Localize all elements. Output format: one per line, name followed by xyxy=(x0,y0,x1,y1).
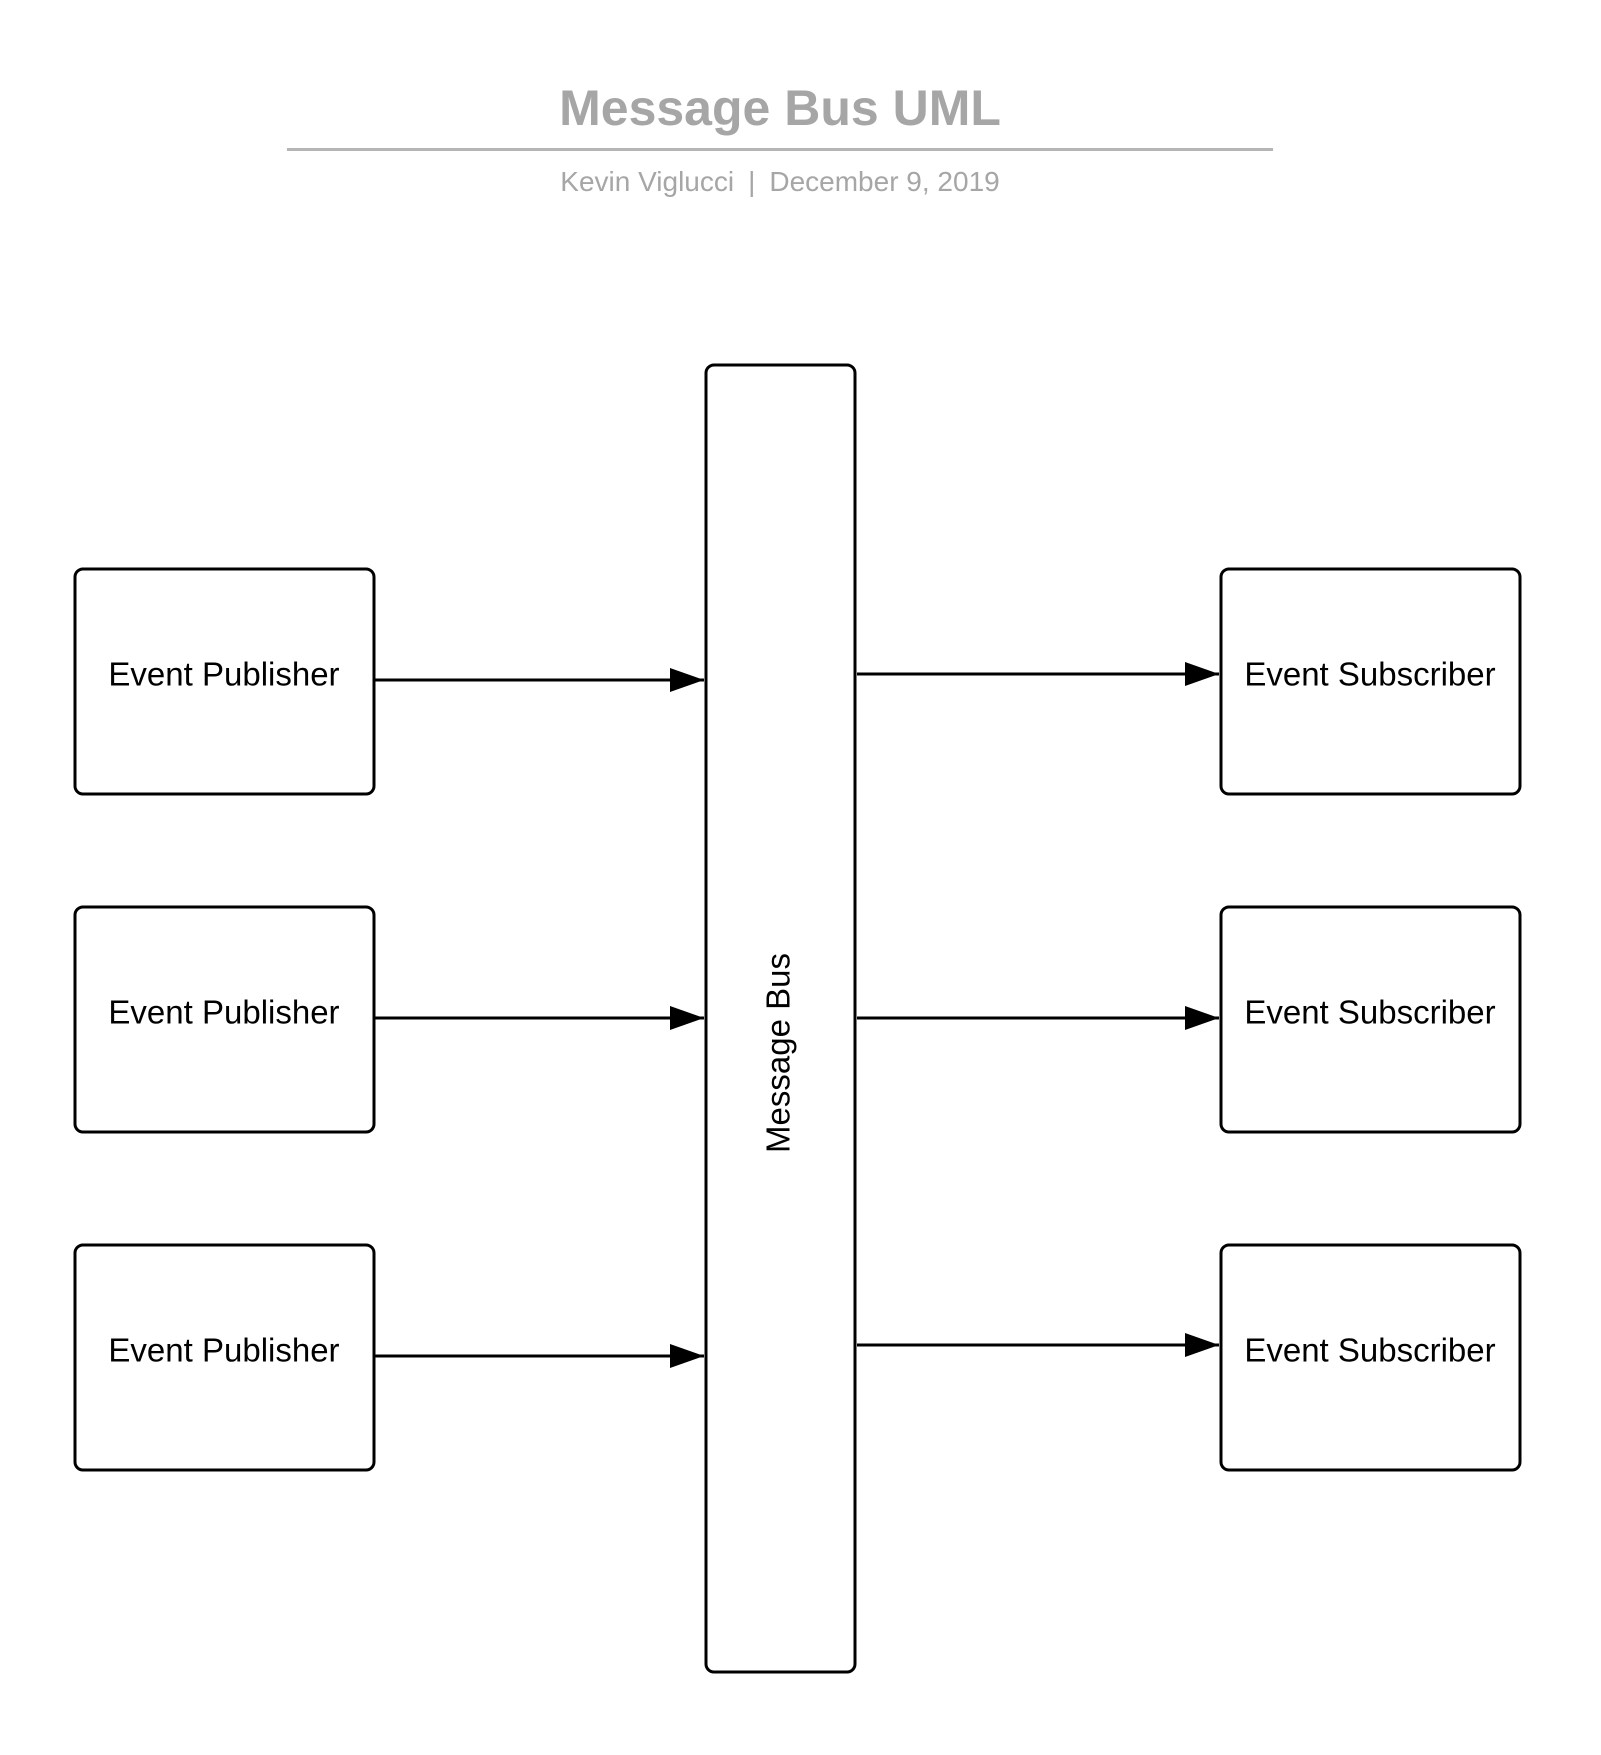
page-title: Message Bus UML xyxy=(559,80,1001,136)
subscriber-node-2[interactable]: Event Subscriber xyxy=(1219,905,1522,1134)
message-bus[interactable]: Message Bus xyxy=(704,363,857,1674)
publisher-box xyxy=(73,567,376,796)
byline-separator: | xyxy=(748,166,756,197)
publisher-node-3[interactable]: Event Publisher xyxy=(73,1243,376,1472)
subscriber-node-3[interactable]: Event Subscriber xyxy=(1219,1243,1522,1472)
diagram-date: December 9, 2019 xyxy=(769,166,1000,197)
subscriber-box xyxy=(1219,1243,1522,1472)
subscriber-box xyxy=(1219,905,1522,1134)
publisher-label: Event Publisher xyxy=(108,994,339,1031)
message-bus-label: Message Bus xyxy=(760,953,797,1153)
subscriber-box xyxy=(1219,567,1522,796)
subscriber-label: Event Subscriber xyxy=(1244,656,1495,693)
subscriber-label: Event Subscriber xyxy=(1244,1332,1495,1369)
byline: Kevin Viglucci | December 9, 2019 xyxy=(287,165,1273,199)
publisher-label: Event Publisher xyxy=(108,656,339,693)
title-divider xyxy=(287,148,1273,151)
message-bus-box xyxy=(704,363,857,1674)
author-name: Kevin Viglucci xyxy=(560,166,735,197)
publisher-label: Event Publisher xyxy=(108,1332,339,1369)
publisher-node-2[interactable]: Event Publisher xyxy=(73,905,376,1134)
publisher-node-1[interactable]: Event Publisher xyxy=(73,567,376,796)
subscriber-node-1[interactable]: Event Subscriber xyxy=(1219,567,1522,796)
diagram-header: Message Bus UML Kevin Viglucci | December … xyxy=(0,0,1601,230)
subscriber-label: Event Subscriber xyxy=(1244,994,1495,1031)
publisher-box xyxy=(73,905,376,1134)
publisher-box xyxy=(73,1243,376,1472)
